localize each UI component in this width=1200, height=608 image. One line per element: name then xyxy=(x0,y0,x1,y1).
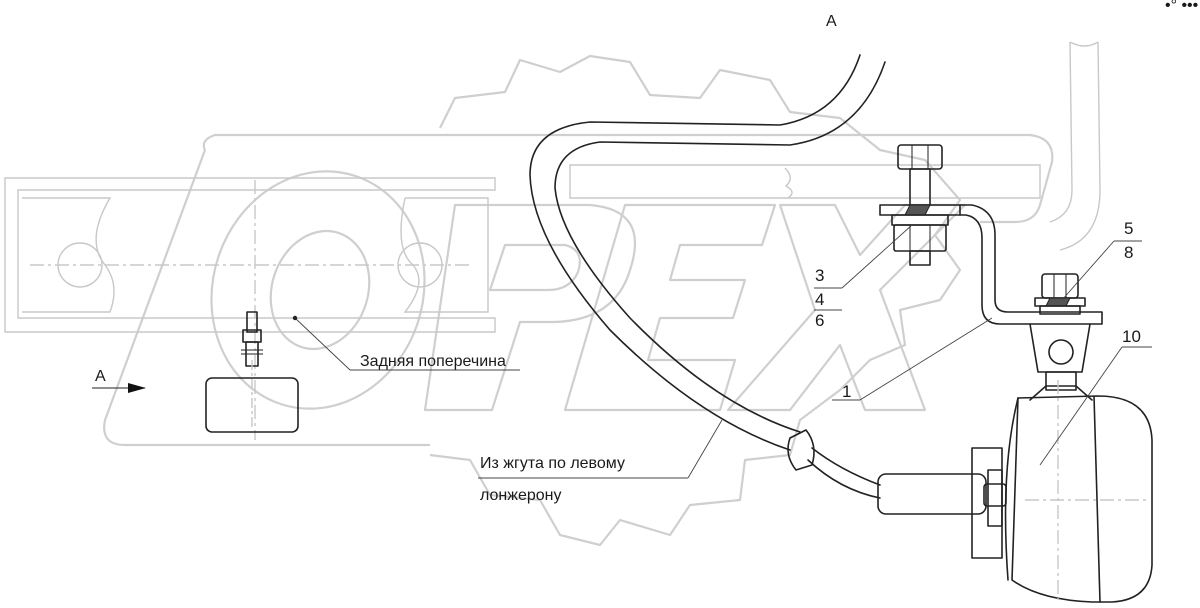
position-5: 5 xyxy=(1124,219,1133,238)
watermark-letter-x xyxy=(726,203,967,412)
rear-crossmember-label: Задняя поперечина xyxy=(360,353,506,370)
rear-crossmember-outline xyxy=(4,177,496,440)
top-bolt-assembly xyxy=(879,144,961,266)
position-3: 3 xyxy=(815,266,824,285)
section-arrow-left xyxy=(92,383,146,393)
position-10: 10 xyxy=(1122,327,1141,346)
position-1: 1 xyxy=(842,382,851,401)
position-6: 6 xyxy=(815,311,824,330)
left-lamp-block xyxy=(205,311,299,433)
wiring-harness xyxy=(529,54,886,499)
harness-label-line2: лонжерону xyxy=(480,487,561,504)
watermark-frame xyxy=(202,133,1054,224)
harness-label-line1: Из жгута по левому xyxy=(480,455,625,472)
watermark-logo xyxy=(103,54,1054,547)
watermark-letter-e xyxy=(563,203,777,412)
corner-mark: •° ••• xyxy=(1165,0,1198,14)
position-8: 8 xyxy=(1124,243,1133,262)
watermark-letter-p xyxy=(423,203,637,412)
view-label-left: А xyxy=(95,368,106,385)
watermark-gear xyxy=(429,54,962,547)
position-4: 4 xyxy=(815,290,824,309)
frame-member xyxy=(569,41,1101,251)
leader-lines xyxy=(292,224,1152,479)
rear-lamp xyxy=(877,380,1153,603)
lamp-bracket xyxy=(959,204,1103,401)
view-label-top: А xyxy=(826,13,837,30)
watermark-letter-o xyxy=(210,170,426,410)
